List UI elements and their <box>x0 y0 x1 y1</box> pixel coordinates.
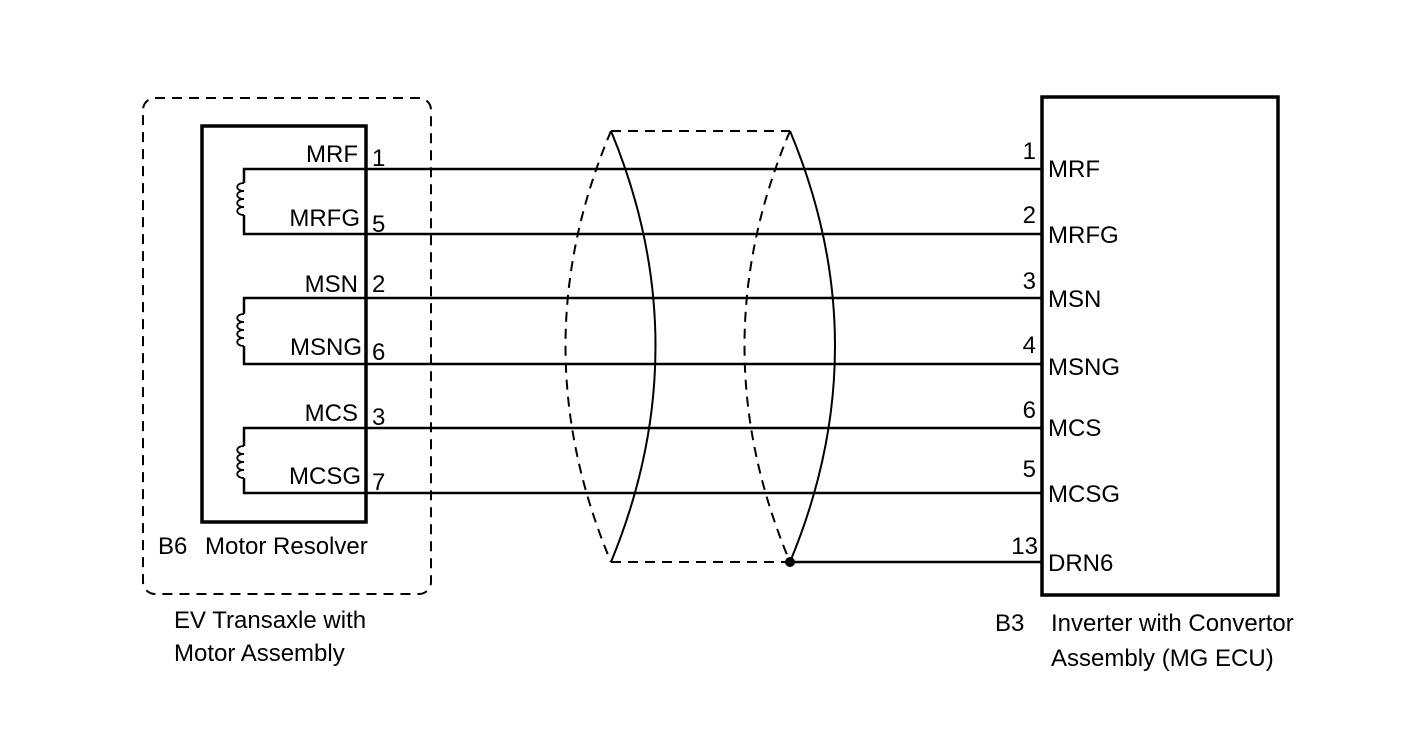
right-signal-labels: MRF MRFG MSN MSNG MCS MCSG DRN6 <box>1048 156 1120 577</box>
left-pin-number: 7 <box>372 469 385 496</box>
coil-icon <box>236 313 245 347</box>
left-component-name: Motor Resolver <box>205 533 368 560</box>
left-signal-labels: MRF MRFG MSN MSNG MCS MCSG <box>289 141 362 490</box>
right-pin-number: 2 <box>1023 202 1036 229</box>
inverter-ecu-box <box>1040 95 1280 597</box>
right-pin-number: 1 <box>1023 138 1036 165</box>
left-signal-label: MCSG <box>289 463 361 490</box>
left-signal-label: MRFG <box>289 205 360 232</box>
right-component-name-line1: Inverter with Convertor <box>1051 610 1294 637</box>
right-signal-label: DRN6 <box>1048 550 1113 577</box>
right-component-name-line2: Assembly (MG ECU) <box>1051 645 1274 672</box>
right-pin-number: 6 <box>1023 397 1036 424</box>
left-pin-number: 3 <box>372 404 385 431</box>
left-signal-label: MSNG <box>290 334 362 361</box>
left-pin-number: 2 <box>372 271 385 298</box>
left-signal-label: MSN <box>305 271 358 298</box>
shield-left-dashed-arc <box>564 130 612 563</box>
coil-msn-msng <box>236 296 366 366</box>
left-pin-number: 5 <box>372 211 385 238</box>
coil-icon <box>236 182 245 216</box>
left-pin-number: 1 <box>372 145 385 172</box>
cable-shield <box>564 130 836 567</box>
left-signal-label: MCS <box>305 400 358 427</box>
left-component-code: B6 <box>158 533 187 560</box>
coil-icon <box>236 445 245 479</box>
left-enclosure-label-line2: Motor Assembly <box>174 640 345 667</box>
shield-right-solid-arc <box>789 130 836 563</box>
left-enclosure-label-line1: EV Transaxle with <box>174 607 366 634</box>
harness-wires <box>366 167 1042 564</box>
right-pin-number: 5 <box>1023 456 1036 483</box>
coil-mrf-mrfg <box>236 167 366 236</box>
right-signal-label: MCS <box>1048 415 1101 442</box>
right-signal-label: MRFG <box>1048 222 1119 249</box>
right-pin-number: 3 <box>1023 268 1036 295</box>
ev-transaxle-enclosure <box>142 97 432 595</box>
shield-left-solid-arc <box>610 130 657 563</box>
right-pin-numbers: 1 2 3 4 6 5 13 <box>1011 138 1038 560</box>
left-signal-label: MRF <box>306 141 358 168</box>
right-pin-number: 4 <box>1023 332 1036 359</box>
right-pin-number: 13 <box>1011 533 1038 560</box>
shield-right-dashed-arc <box>743 130 791 563</box>
left-pin-numbers: 1 5 2 6 3 7 <box>372 145 385 496</box>
right-signal-label: MSNG <box>1048 354 1120 381</box>
motor-resolver-box <box>200 124 368 524</box>
splice-dot-icon <box>785 557 795 567</box>
right-signal-label: MSN <box>1048 286 1101 313</box>
right-component-code: B3 <box>995 610 1024 637</box>
right-signal-label: MCSG <box>1048 481 1120 508</box>
right-signal-label: MRF <box>1048 156 1100 183</box>
left-pin-number: 6 <box>372 339 385 366</box>
coil-mcs-mcsg <box>236 426 366 495</box>
